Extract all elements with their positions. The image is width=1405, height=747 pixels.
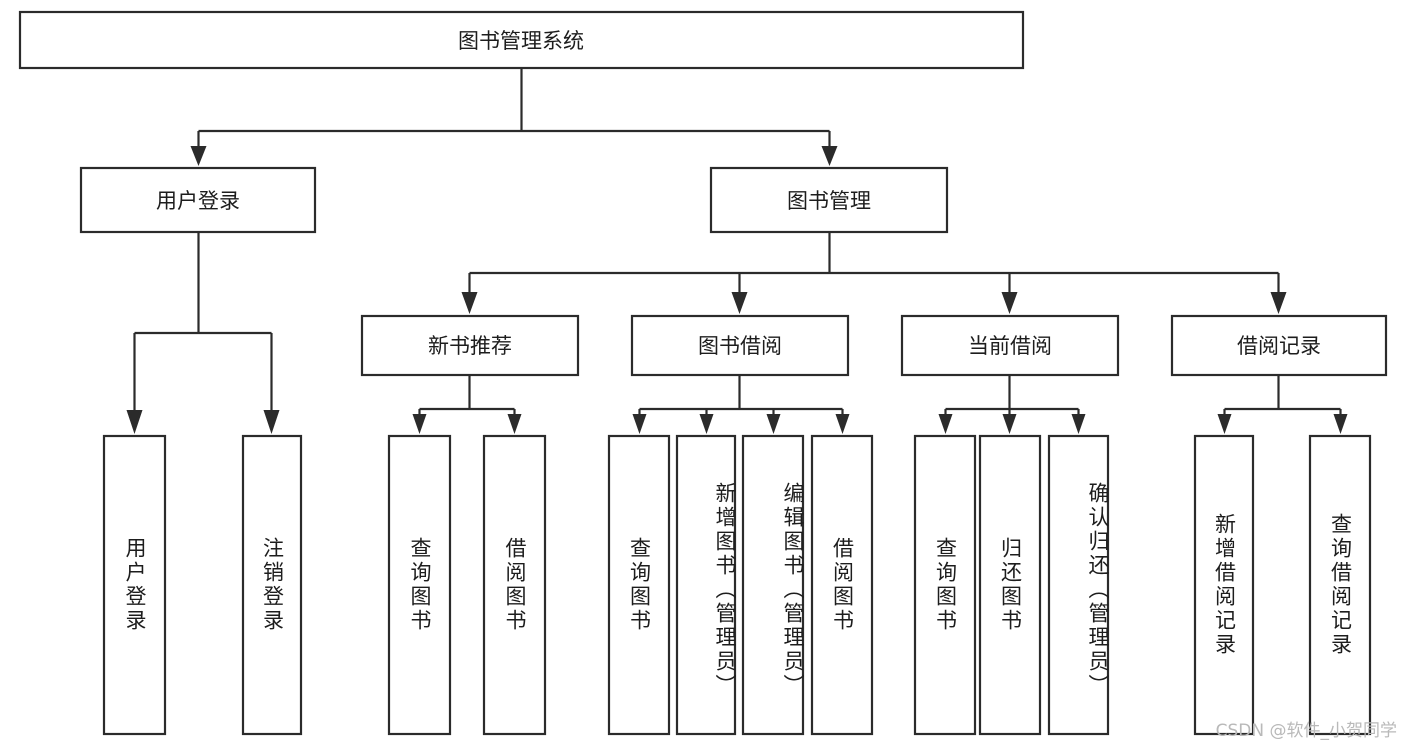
node-label-book-borrow: 图书借阅 xyxy=(698,334,782,358)
arrow-head-leaf-confirm-return xyxy=(1071,414,1086,434)
arrow-head-user-login xyxy=(190,146,207,166)
node-box-root[interactable] xyxy=(18,10,1025,70)
node-box-leaf-add-book[interactable] xyxy=(675,434,737,736)
arrow-head-book-mgmt xyxy=(821,146,838,166)
arrow-head-borrow-record xyxy=(1270,292,1287,314)
node-label-book-management: 图书管理 xyxy=(787,189,871,213)
node-label-current-borrow: 当前借阅 xyxy=(968,334,1052,358)
arrow-head-leaf-query-borrow-record xyxy=(1333,414,1348,434)
arrow-head-leaf-edit-book xyxy=(766,414,781,434)
node-box-borrow-record[interactable] xyxy=(1170,314,1388,377)
node-box-leaf-logout[interactable] xyxy=(241,434,303,736)
arrow-head-leaf-query-book-3 xyxy=(938,414,953,434)
node-box-leaf-confirm-return[interactable] xyxy=(1047,434,1110,736)
arrow-head-leaf-add-book xyxy=(699,414,714,434)
node-box-leaf-borrow-book-1[interactable] xyxy=(482,434,547,736)
arrow-head-leaf-query-book-1 xyxy=(412,414,427,434)
node-box-layer: 图书管理系统 用户登录 图书管理 新书推荐 图书借阅 当前借阅 借阅记录 xyxy=(18,10,1388,736)
node-box-leaf-query-book-2[interactable] xyxy=(607,434,671,736)
arrow-head-book-borrow xyxy=(731,292,748,314)
watermark-text: CSDN @软件_小贺同学 xyxy=(1215,721,1397,741)
node-box-leaf-edit-book[interactable] xyxy=(741,434,805,736)
node-box-leaf-user-login[interactable] xyxy=(102,434,167,736)
node-box-new-book-recommend[interactable] xyxy=(360,314,580,377)
arrow-head-leaf-query-book-2 xyxy=(632,414,647,434)
node-label-new-book-recommend: 新书推荐 xyxy=(428,334,512,358)
node-box-leaf-add-borrow-record[interactable] xyxy=(1193,434,1255,736)
node-box-leaf-borrow-book-2[interactable] xyxy=(810,434,874,736)
node-box-leaf-query-book-1[interactable] xyxy=(387,434,452,736)
connector-layer xyxy=(126,68,1348,434)
node-label-borrow-record: 借阅记录 xyxy=(1237,334,1321,358)
node-box-leaf-query-book-3[interactable] xyxy=(913,434,977,736)
arrow-head-leaf-borrow-book-1 xyxy=(507,414,522,434)
node-box-leaf-query-borrow-record[interactable] xyxy=(1308,434,1372,736)
node-box-user-login[interactable] xyxy=(79,166,317,234)
arrow-head-leaf-logout xyxy=(263,410,280,434)
arrow-head-leaf-borrow-book-2 xyxy=(835,414,850,434)
node-box-book-management[interactable] xyxy=(709,166,949,234)
arrow-head-leaf-user-login xyxy=(126,410,143,434)
arrow-head-current-borrow xyxy=(1001,292,1018,314)
node-box-leaf-return-book[interactable] xyxy=(978,434,1042,736)
node-box-book-borrow[interactable] xyxy=(630,314,850,377)
arrow-head-leaf-return-book xyxy=(1002,414,1017,434)
node-label-root: 图书管理系统 xyxy=(458,29,584,53)
node-box-current-borrow[interactable] xyxy=(900,314,1120,377)
node-label-user-login: 用户登录 xyxy=(156,189,240,213)
arrow-head-new-book-recommend xyxy=(461,292,478,314)
arrow-head-leaf-add-borrow-record xyxy=(1217,414,1232,434)
